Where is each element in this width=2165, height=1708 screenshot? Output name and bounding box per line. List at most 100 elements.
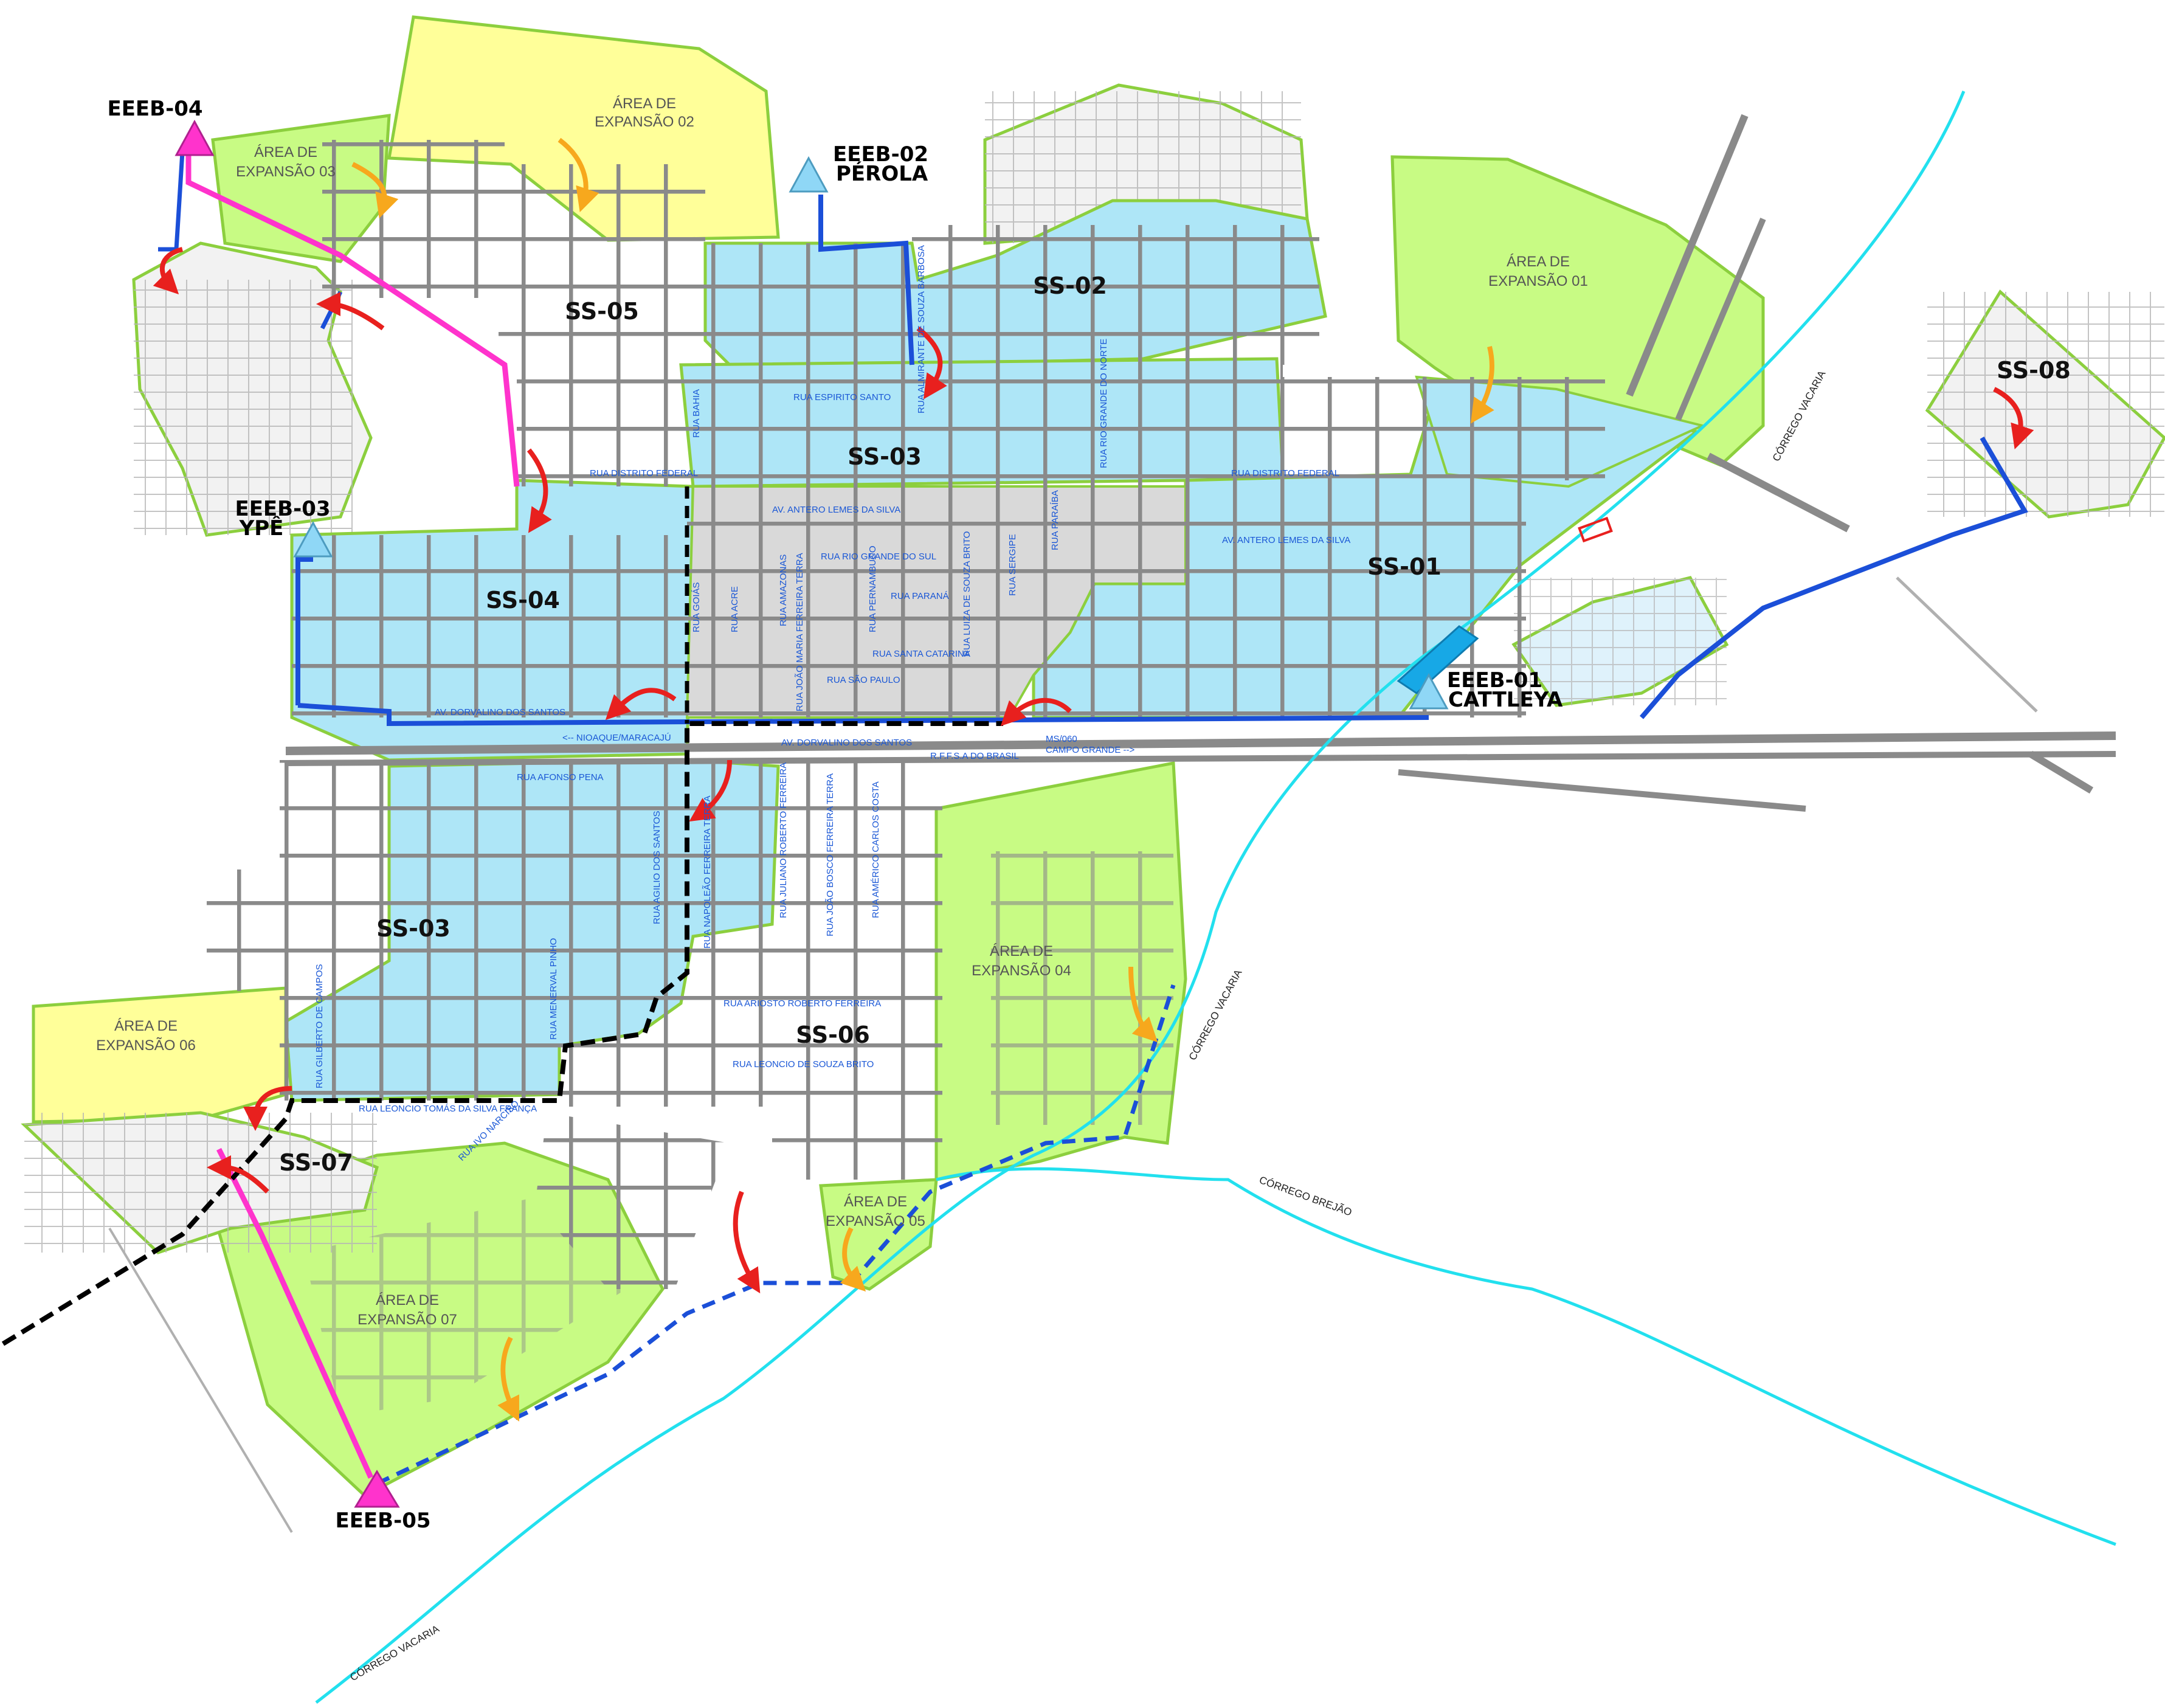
street-sao-jose: RUA ALMIRANTE DE SOUZA BARBOSA bbox=[916, 245, 927, 413]
eeeb05-label: EEEB-05 bbox=[335, 1509, 430, 1533]
road-east-1 bbox=[1896, 576, 2038, 713]
flow-arrow-red bbox=[207, 1155, 269, 1194]
street-joao-maria: RUA JOÃO MARIA FERREIRA TERRA bbox=[795, 553, 805, 711]
road-northeast-2 bbox=[1675, 218, 1766, 421]
eeeb03-triangle-icon[interactable] bbox=[293, 520, 333, 558]
expansion-area-01-label: EXPANSÃO 01 bbox=[1488, 273, 1588, 289]
road-east-2 bbox=[2028, 750, 2094, 794]
road-southwest-thin bbox=[108, 1227, 293, 1533]
flow-arrow-orange bbox=[840, 1227, 866, 1292]
street-santa-catarina: RUA SANTA CATARINA bbox=[872, 649, 970, 659]
eeeb01-label: EEEB-01 bbox=[1447, 668, 1542, 693]
street-leoncio-souza: RUA LEONCIO DE SOUZA BRITO bbox=[733, 1059, 874, 1070]
expansion-area-04-label: ÁREA DE bbox=[990, 943, 1053, 959]
force-main-eeeb03 bbox=[295, 557, 313, 705]
main-roads bbox=[108, 114, 2116, 1533]
basin-divide-dashed bbox=[1, 721, 1003, 1346]
street-distrito-federal-e: RUA DISTRITO FEDERAL bbox=[1231, 468, 1339, 479]
flow-arrow-red bbox=[527, 448, 552, 533]
expansion-area-02-label: ÁREA DE bbox=[613, 95, 676, 112]
street-parana: RUA PARANÁ bbox=[891, 591, 949, 601]
street-ariosto: RUA ARIOSTO ROBERTO FERREIRA bbox=[723, 998, 881, 1009]
highway-ms060 bbox=[285, 751, 2116, 766]
eeeb04-label: EEEB-04 bbox=[107, 97, 202, 121]
flow-arrow-orange bbox=[497, 1336, 519, 1422]
eeeb02-triangle-icon[interactable] bbox=[789, 156, 829, 193]
flow-arrow-red bbox=[1000, 697, 1072, 727]
flow-arrow-red bbox=[916, 326, 947, 399]
expansion-area-06-fill bbox=[32, 986, 288, 1124]
flow-arrow-red bbox=[243, 1086, 292, 1131]
street-antero-e: AV. ANTERO LEMES DA SILVA bbox=[1222, 535, 1350, 545]
zone-ss03-north-label: SS-03 bbox=[848, 443, 922, 470]
road-northeast-1 bbox=[1626, 114, 1749, 397]
zone-ss04-label: SS-04 bbox=[486, 587, 560, 614]
expansion-area-06-label: ÁREA DE bbox=[114, 1018, 178, 1034]
eeeb03-label: EEEB-03 bbox=[235, 497, 330, 521]
outer-subdivisions bbox=[21, 83, 2165, 1254]
street-sergipe: RUA SERGIPE bbox=[1007, 534, 1018, 596]
street-paraiba: RUA PARAÍBA bbox=[1050, 490, 1060, 550]
expansion-area-03-label: EXPANSÃO 03 bbox=[236, 164, 336, 180]
street-pernambuco: RUA PERNAMBUCO bbox=[868, 545, 878, 632]
railway-rffsa bbox=[285, 731, 2116, 755]
expansion-area-06-label: EXPANSÃO 06 bbox=[96, 1037, 196, 1054]
street-sao-paulo: RUA SÃO PAULO bbox=[827, 675, 900, 685]
eeeb02-label: EEEB-02 bbox=[833, 142, 928, 167]
labels: ÁREA DE EXPANSÃO 02 ÁREA DE EXPANSÃO 03 … bbox=[96, 95, 2071, 1683]
street-rffsa: R.F.F.S.A DO BRASIL bbox=[930, 751, 1019, 761]
street-rio-grande-sul: RUA RIO GRANDE DO SUL bbox=[821, 551, 936, 562]
expansion-area-07-label: ÁREA DE bbox=[376, 1292, 439, 1309]
eeeb01-triangle-icon[interactable] bbox=[1409, 672, 1449, 710]
street-dorvalino-n: AV. DORVALINO DOS SANTOS bbox=[435, 707, 565, 717]
street-amazonas: RUA AMAZONAS bbox=[778, 555, 789, 626]
zone-ss07-label: SS-07 bbox=[279, 1149, 353, 1176]
street-agilio: RUA AGILIO DOS SANTOS bbox=[652, 811, 662, 924]
flow-arrow-red bbox=[733, 1191, 761, 1294]
force-main-eeeb02 bbox=[818, 195, 914, 365]
flow-arrow-orange bbox=[351, 162, 399, 218]
force-main-eeeb04 bbox=[185, 155, 520, 487]
stream-brejao bbox=[936, 1167, 2116, 1546]
force-main-eeeb04-blue bbox=[158, 151, 185, 252]
flow-arrow-red bbox=[689, 759, 732, 822]
street-napoleao: RUA NAPOLEÃO FERREIRA TERRA bbox=[702, 796, 713, 949]
flow-arrow-red bbox=[605, 688, 677, 721]
stream-brejao-label: CÓRREGO BREJÃO bbox=[1258, 1174, 1353, 1219]
road-southeast bbox=[1398, 769, 1806, 812]
street-gilberto: RUA GILBERTO DE CAMPOS bbox=[314, 964, 325, 1089]
eeeb05-triangle-icon[interactable] bbox=[354, 1470, 400, 1508]
flow-arrows bbox=[153, 137, 2034, 1422]
street-acre: RUA ACRE bbox=[730, 586, 740, 632]
expansion-area-02-label: EXPANSÃO 02 bbox=[595, 114, 694, 130]
zone-ss02-label: SS-02 bbox=[1033, 272, 1107, 299]
streams bbox=[315, 91, 2116, 1704]
road-northeast-3 bbox=[1707, 452, 1850, 533]
eeeb03-name: YPÊ bbox=[239, 516, 284, 541]
street-antero-w: AV. ANTERO LEMES DA SILVA bbox=[772, 505, 900, 515]
stream-vacaria-ne-label: CÓRREGO VACARIA bbox=[1770, 368, 1828, 463]
expansion-area-05-label: ÁREA DE bbox=[844, 1194, 907, 1210]
eeeb01-pond bbox=[1397, 625, 1479, 694]
zone-ss01-label: SS-01 bbox=[1367, 553, 1442, 580]
expansion-area-05-label: EXPANSÃO 05 bbox=[826, 1213, 925, 1229]
flow-arrow-orange bbox=[1128, 966, 1158, 1043]
street-rio-grande-norte: RUA RIO GRANDE DO NORTE bbox=[1099, 339, 1109, 468]
expansion-area-05-fill bbox=[819, 1178, 938, 1291]
street-menerval: RUA MENERVAL PINHO bbox=[548, 938, 559, 1040]
street-distrito-federal-w: RUA DISTRITO FEDERAL bbox=[590, 468, 698, 479]
zone-ss06-label: SS-06 bbox=[796, 1022, 870, 1048]
expansion-area-03-label: ÁREA DE bbox=[254, 144, 317, 161]
street-nioaque: <-- NIOAQUE/MARACAJÚ bbox=[562, 733, 671, 743]
street-ms060: MS/060 bbox=[1046, 734, 1077, 744]
street-dorvalino-s: AV. DORVALINO DOS SANTOS bbox=[781, 738, 912, 748]
street-afonso-pena: RUA AFONSO PENA bbox=[517, 772, 604, 783]
zone-ss08-label: SS-08 bbox=[1997, 357, 2071, 384]
street-espirito-santo: RUA ESPIRITO SANTO bbox=[793, 392, 891, 403]
expansion-area-04-label: EXPANSÃO 04 bbox=[972, 963, 1071, 979]
street-luiza: RUA LUIZA DE SOUZA BRITO bbox=[962, 531, 972, 657]
flow-arrow-orange bbox=[558, 137, 599, 212]
street-campo-grande: CAMPO GRANDE --> bbox=[1046, 745, 1135, 755]
eeeb04-triangle-icon[interactable] bbox=[174, 119, 215, 156]
